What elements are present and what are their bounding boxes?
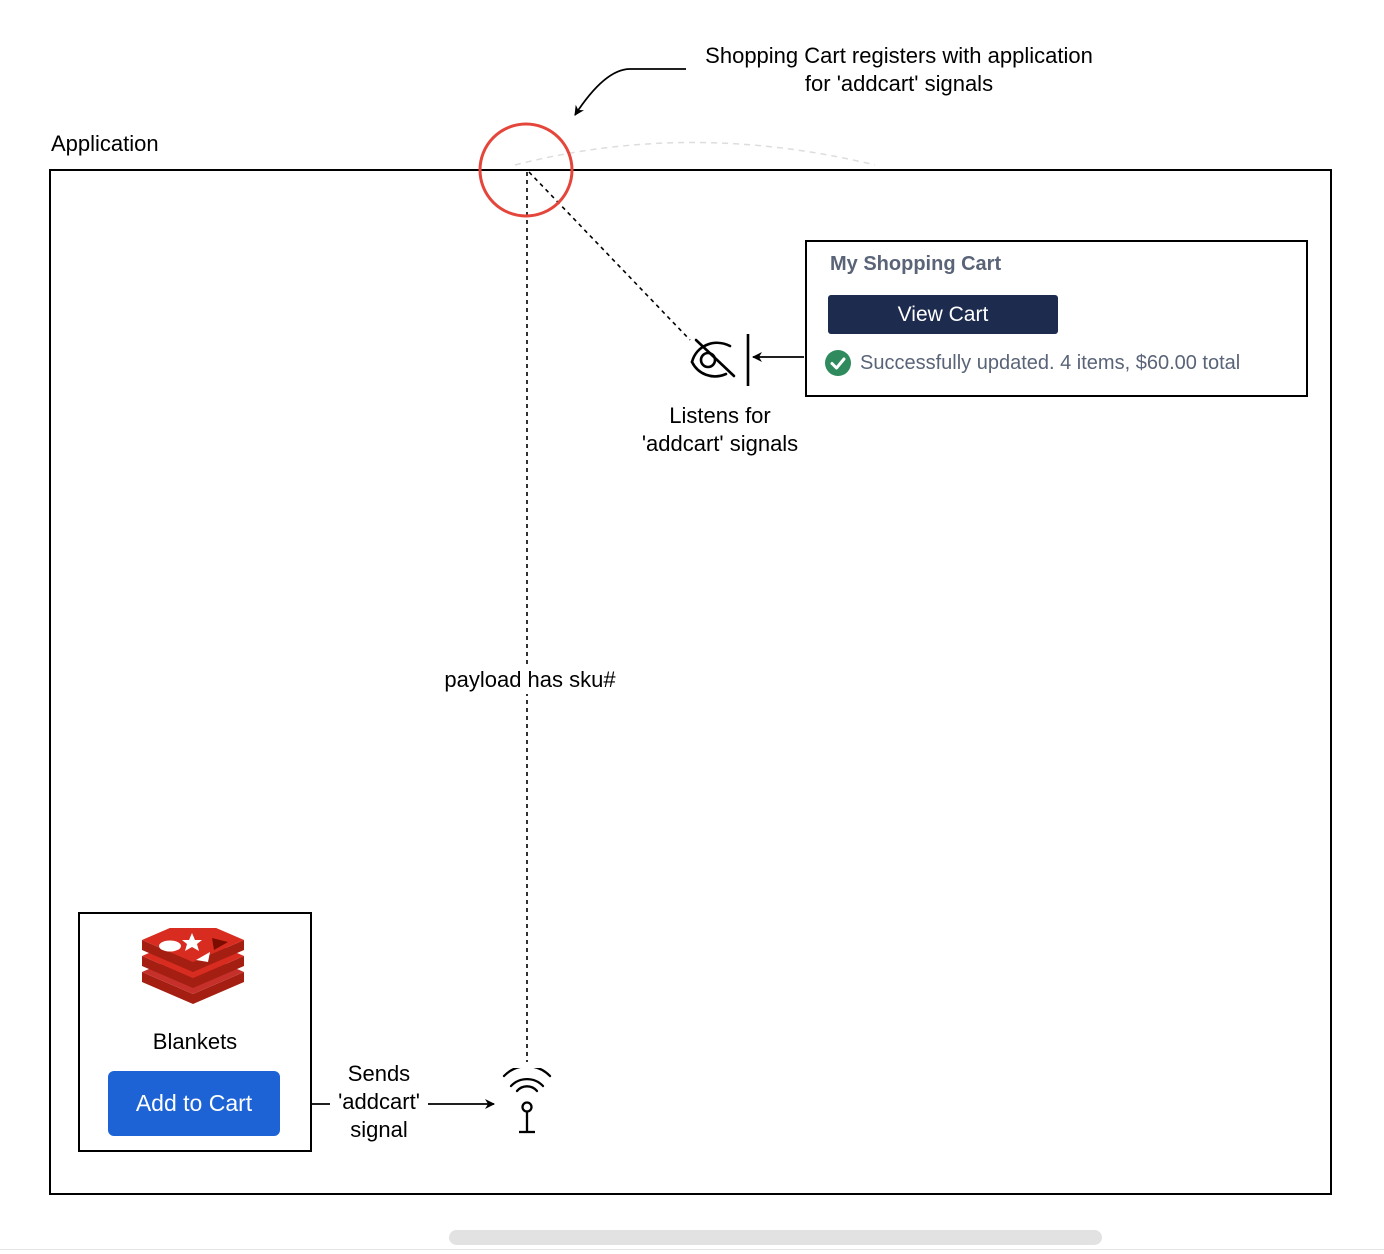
application-label: Application bbox=[51, 131, 159, 156]
registration-annotation: Shopping Cart registers with application… bbox=[680, 42, 1118, 98]
application-frame bbox=[49, 169, 1332, 1195]
cart-status-text: Successfully updated. 4 items, $60.00 to… bbox=[860, 351, 1241, 374]
check-circle-icon bbox=[825, 350, 851, 376]
cart-status: Successfully updated. 4 items, $60.00 to… bbox=[824, 348, 1240, 378]
registration-annotation-line2: for 'addcart' signals bbox=[804, 71, 994, 96]
horizontal-scrollbar[interactable] bbox=[449, 1230, 1102, 1245]
add-to-cart-button[interactable]: Add to Cart bbox=[108, 1071, 280, 1136]
redis-logo-icon bbox=[142, 928, 244, 1004]
cart-title: My Shopping Cart bbox=[830, 253, 1002, 275]
faint-arc bbox=[514, 141, 876, 166]
bottom-divider bbox=[0, 1249, 1384, 1250]
payload-label: payload has sku# bbox=[420, 666, 640, 694]
sender-label: Sends 'addcart' signal bbox=[330, 1060, 428, 1144]
signal-line-diagonal bbox=[528, 171, 691, 341]
antenna-icon bbox=[502, 1068, 552, 1134]
listener-label-line1: Listens for bbox=[669, 403, 771, 428]
registration-annotation-line1: Shopping Cart registers with application bbox=[705, 43, 1093, 68]
sender-label-line3: signal bbox=[350, 1117, 408, 1142]
view-cart-button[interactable]: View Cart bbox=[828, 295, 1058, 334]
listener-label-line2: 'addcart' signals bbox=[641, 431, 799, 456]
eye-off-icon bbox=[690, 334, 750, 386]
registration-arrow bbox=[574, 68, 686, 116]
sender-label-line2: 'addcart' bbox=[338, 1089, 420, 1114]
sender-label-line1: Sends bbox=[347, 1061, 411, 1086]
product-name: Blankets bbox=[152, 1029, 238, 1054]
listener-label: Listens for 'addcart' signals bbox=[620, 402, 820, 458]
registration-circle bbox=[478, 122, 574, 218]
